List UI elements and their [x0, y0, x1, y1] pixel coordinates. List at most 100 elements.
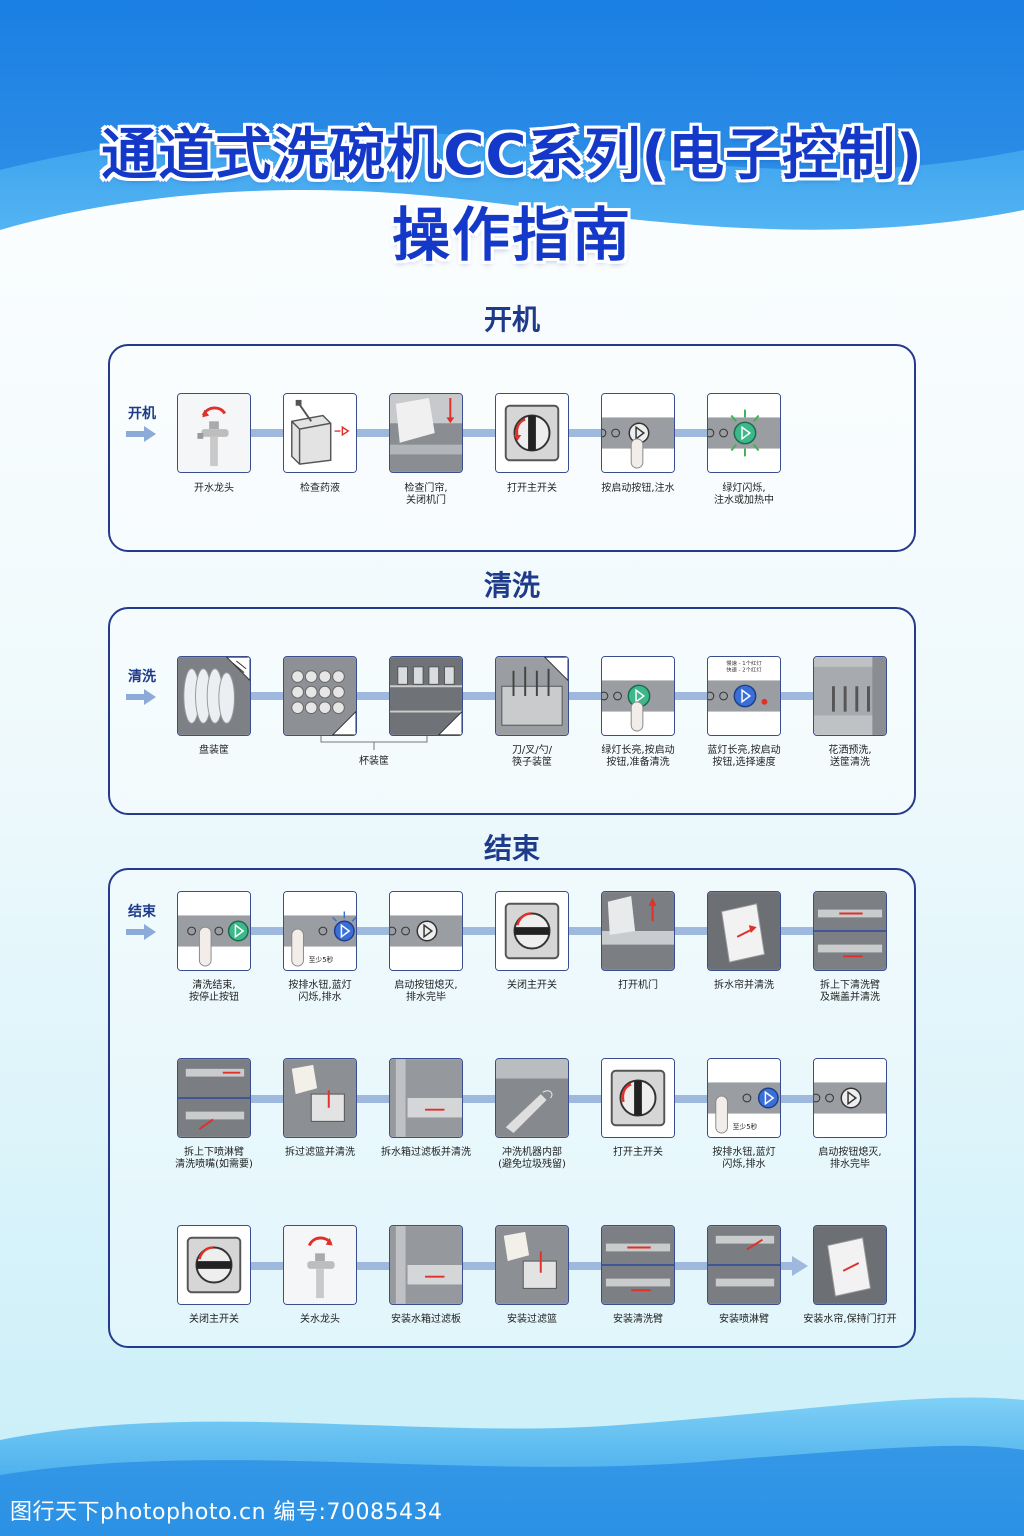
- faucet-icon: [284, 1226, 356, 1304]
- section-title-wash: 清洗: [483, 569, 540, 602]
- wash-arrow-icon: [126, 689, 156, 705]
- main-switch-on-tile: [495, 393, 569, 473]
- start-off-tile: [389, 891, 463, 971]
- wash-step-5-caption: 绿灯长亮,按启动 按钮,准备清洗: [601, 745, 675, 768]
- main-switch-icon: [602, 1059, 674, 1137]
- switch-off-tile: [495, 891, 569, 971]
- end-r2-step-6-caption: 按排水钮,蓝灯 闪烁,排水: [712, 1147, 776, 1170]
- main-title: 通道式洗碗机CC系列(电子控制): [101, 123, 923, 188]
- wash-side-label: 清洗: [128, 669, 156, 685]
- section-title-end: 结束: [483, 832, 540, 865]
- green-ready-tile: [601, 656, 675, 736]
- start-arrow-icon: [126, 426, 156, 442]
- wash-arms-photo: [814, 892, 886, 970]
- switch-on-tile-2: [601, 1058, 675, 1138]
- start-step-1-caption: 开水龙头: [194, 483, 234, 494]
- detergent-canister-icon: [284, 394, 356, 472]
- remove-curtain-photo: [708, 892, 780, 970]
- cups-group-caption: 杯装筐: [359, 756, 389, 767]
- start-button-press-icon: [602, 394, 674, 472]
- green-flash-tile: [707, 393, 781, 473]
- spray-arms-photo: [708, 1226, 780, 1304]
- cups-group-brace: [320, 736, 428, 750]
- end-r1-step-6-caption: 拆水帘并清洗: [714, 980, 774, 991]
- tap-close-tile: [283, 1225, 357, 1305]
- remove-wash-arms-tile: [813, 891, 887, 971]
- open-door-tile: [601, 891, 675, 971]
- install-tank-filter-tile: [389, 1225, 463, 1305]
- rinse-interior-tile: [495, 1058, 569, 1138]
- wash-step-4-caption: 刀/叉/勺/ 筷子装筐: [511, 745, 553, 768]
- start-step-3-caption: 检查门帘, 关闭机门: [404, 483, 448, 506]
- wash-step-6-caption: 蓝灯长亮,按启动 按钮,选择速度: [707, 745, 781, 768]
- end-r1-step-1-caption: 清洗结束, 按停止按钮: [189, 980, 239, 1003]
- tank-filter-photo: [390, 1226, 462, 1304]
- green-button-flashing-icon: [708, 394, 780, 472]
- blue-speed-tile: 慢速 - 1个红灯 快速 - 2个红灯: [707, 656, 781, 736]
- door-curtain-photo: [390, 394, 462, 472]
- watermark-text: 图行天下photophoto.cn 编号:70085434: [10, 1500, 443, 1525]
- prewash-tile: [813, 656, 887, 736]
- end-r1-step-2-caption: 按排水钮,蓝灯 闪烁,排水: [288, 980, 352, 1003]
- cups-rack-tile-2: [389, 656, 463, 736]
- start-button-off-icon: [814, 1059, 886, 1137]
- install-curtain-photo: [814, 1226, 886, 1304]
- end-r2-step-5-caption: 打开主开关: [613, 1147, 663, 1158]
- wash-arms-photo: [602, 1226, 674, 1304]
- drain-button-press-icon: 至少5秒: [284, 892, 356, 970]
- faucet-icon: [178, 394, 250, 472]
- main-switch-off-icon: [178, 1226, 250, 1304]
- speed-note-fast: 快速 - 2个红灯: [726, 666, 762, 674]
- hold-note-label-2: 至少5秒: [733, 1122, 758, 1131]
- green-button-press-icon: [602, 657, 674, 735]
- install-wash-arms-tile: [601, 1225, 675, 1305]
- press-start-tile: [601, 393, 675, 473]
- main-subtitle: 操作指南: [391, 201, 632, 269]
- install-spray-arms-tile: [707, 1225, 781, 1305]
- end-r1-step-5-caption: 打开机门: [618, 980, 658, 991]
- end-r1-step-3-caption: 启动按钮熄灭, 排水完毕: [394, 980, 458, 1003]
- start-step-2-caption: 检查药液: [300, 483, 340, 494]
- plates-in-rack-photo: [178, 657, 250, 735]
- wash-step-7-caption: 花洒预洗, 送筐清洗: [828, 745, 872, 768]
- check-curtain-tile: [389, 393, 463, 473]
- start-connector: [215, 429, 760, 437]
- end-r3-step-4-caption: 安装过滤篮: [507, 1314, 557, 1325]
- start-step-5-caption: 按启动按钮,注水: [601, 483, 675, 494]
- end-r2-step-3-caption: 拆水箱过滤板并清洗: [381, 1147, 471, 1158]
- drain-button-press-icon: 至少5秒: [708, 1059, 780, 1137]
- install-filter-basket-tile: [495, 1225, 569, 1305]
- rinse-interior-photo: [496, 1059, 568, 1137]
- spray-arms-photo: [178, 1059, 250, 1137]
- end-r2-step-7-caption: 启动按钮熄灭, 排水完毕: [818, 1147, 882, 1170]
- end-r3-step-7-caption: 安装水帘,保持门打开: [803, 1314, 897, 1325]
- install-curtain-tile: [813, 1225, 887, 1305]
- start-button-off-icon: [390, 892, 462, 970]
- section-title-start: 开机: [483, 303, 540, 336]
- blue-button-speed-icon: 慢速 - 1个红灯 快速 - 2个红灯: [708, 657, 780, 735]
- end-r1-step-4-caption: 关闭主开关: [507, 980, 557, 991]
- start-step-4-caption: 打开主开关: [507, 483, 557, 494]
- main-switch-off-icon: [496, 892, 568, 970]
- end-side-label: 结束: [128, 904, 156, 920]
- cutlery-rack-tile: [495, 656, 569, 736]
- drain-button-tile-2: 至少5秒: [707, 1058, 781, 1138]
- open-door-photo: [602, 892, 674, 970]
- end-r1-step-7-caption: 拆上下清洗臂 及端盖并清洗: [820, 980, 880, 1003]
- remove-tank-filter-tile: [389, 1058, 463, 1138]
- tank-filter-photo: [390, 1059, 462, 1137]
- remove-filter-basket-tile: [283, 1058, 357, 1138]
- end-r3-step-5-caption: 安装清洗臂: [613, 1314, 663, 1325]
- drain-button-tile: 至少5秒: [283, 891, 357, 971]
- end-row3-arrow-icon: [792, 1256, 808, 1276]
- filter-basket-photo: [496, 1226, 568, 1304]
- end-r3-step-1-caption: 关闭主开关: [189, 1314, 239, 1325]
- hold-note-label: 至少5秒: [309, 955, 334, 964]
- cups-rack-tile-1: [283, 656, 357, 736]
- wash-step-1-caption: 盘装筐: [199, 745, 229, 756]
- prewash-machine-photo: [814, 657, 886, 735]
- start-step-6-caption: 绿灯闪烁, 注水或加热中: [714, 483, 774, 506]
- end-r3-step-2-caption: 关水龙头: [300, 1314, 340, 1325]
- end-r3-step-6-caption: 安装喷淋臂: [719, 1314, 769, 1325]
- detergent-tile: [283, 393, 357, 473]
